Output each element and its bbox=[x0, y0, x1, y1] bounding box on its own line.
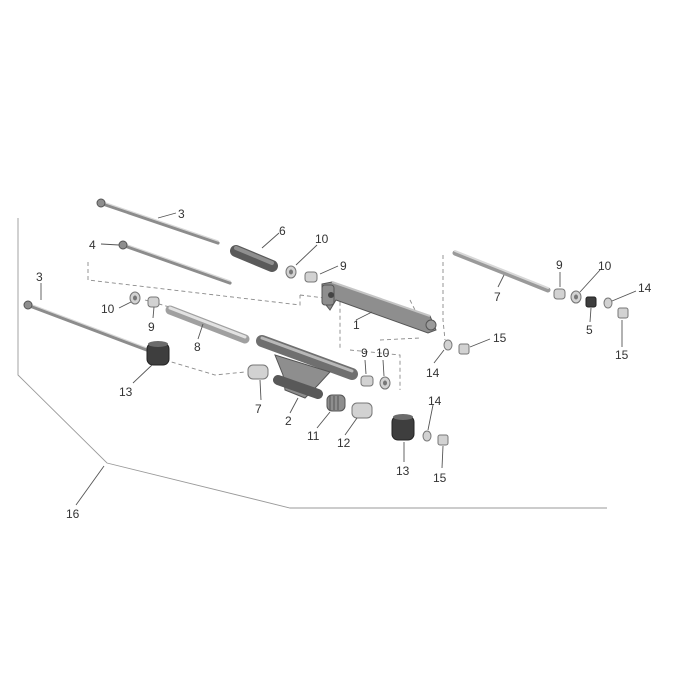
callout-13-left: 13 bbox=[119, 385, 133, 399]
callout-11: 11 bbox=[307, 429, 320, 443]
callout-6: 6 bbox=[279, 224, 286, 238]
link-arm-part-1 bbox=[321, 281, 437, 334]
bush-part-13-right bbox=[391, 414, 415, 441]
callout-14-middle: 14 bbox=[426, 366, 440, 380]
callout-3-upper: 3 bbox=[178, 207, 185, 221]
callout-12: 12 bbox=[337, 436, 351, 450]
callout-7-lower: 7 bbox=[255, 402, 262, 416]
assembly-frame-outline bbox=[17, 218, 607, 509]
nut-part-15-lower bbox=[437, 434, 449, 446]
pin-part-7-right bbox=[452, 250, 551, 293]
callout-14-lower: 14 bbox=[428, 394, 442, 408]
bolt-part-4 bbox=[118, 240, 232, 285]
callout-8: 8 bbox=[194, 340, 201, 354]
nut-part-5 bbox=[585, 296, 597, 308]
callout-2: 2 bbox=[285, 414, 292, 428]
callout-labels: 3 4 3 6 10 9 10 9 8 13 1 7 2 11 12 13 9 … bbox=[36, 207, 652, 521]
callout-7-right: 7 bbox=[494, 290, 501, 304]
nut-part-15-right bbox=[617, 307, 629, 319]
nut-part-15-middle bbox=[458, 343, 470, 355]
spacer-part-9-left bbox=[147, 296, 160, 308]
washer-part-14-lower bbox=[422, 430, 432, 442]
callout-9-middle: 9 bbox=[361, 346, 368, 360]
callout-10-middle: 10 bbox=[376, 346, 390, 360]
callout-13-right: 13 bbox=[396, 464, 410, 478]
callout-9-right: 9 bbox=[556, 258, 563, 272]
callout-15-middle: 15 bbox=[493, 331, 507, 345]
callout-10-right: 10 bbox=[598, 259, 612, 273]
callout-15-right: 15 bbox=[615, 348, 629, 362]
callout-10-upper: 10 bbox=[315, 232, 329, 246]
washer-part-10-right bbox=[570, 290, 582, 304]
washer-part-10-left bbox=[129, 291, 141, 305]
callout-15-lower: 15 bbox=[433, 471, 447, 485]
bolt-part-3-upper bbox=[96, 198, 220, 245]
tube-part-8 bbox=[165, 305, 250, 344]
callout-9-upper: 9 bbox=[340, 259, 347, 273]
spacer-part-7-lower bbox=[247, 364, 269, 380]
spacer-part-9-lower bbox=[360, 375, 374, 387]
washer-part-14-middle bbox=[443, 339, 453, 351]
callout-9-left: 9 bbox=[148, 320, 155, 334]
callout-3-lower: 3 bbox=[36, 270, 43, 284]
spacer-part-9-right bbox=[553, 288, 566, 300]
bush-part-12 bbox=[351, 402, 373, 419]
callout-5: 5 bbox=[586, 323, 593, 337]
callout-14-right: 14 bbox=[638, 281, 652, 295]
sleeve-part-6 bbox=[230, 245, 278, 272]
callout-leader-lines bbox=[40, 212, 637, 506]
callout-4: 4 bbox=[89, 238, 96, 252]
washer-part-10-lower bbox=[379, 376, 391, 390]
bracket-part-2 bbox=[256, 335, 358, 399]
bush-part-13-left bbox=[146, 341, 170, 366]
callout-10-left: 10 bbox=[101, 302, 115, 316]
bolt-part-3-lower bbox=[23, 300, 149, 352]
washer-part-10-upper bbox=[285, 265, 297, 279]
spacer-part-9-upper bbox=[304, 271, 318, 283]
washer-part-14-right bbox=[603, 297, 613, 309]
callout-16: 16 bbox=[66, 507, 80, 521]
threaded-bush-part-11 bbox=[326, 394, 346, 412]
callout-1: 1 bbox=[353, 318, 360, 332]
